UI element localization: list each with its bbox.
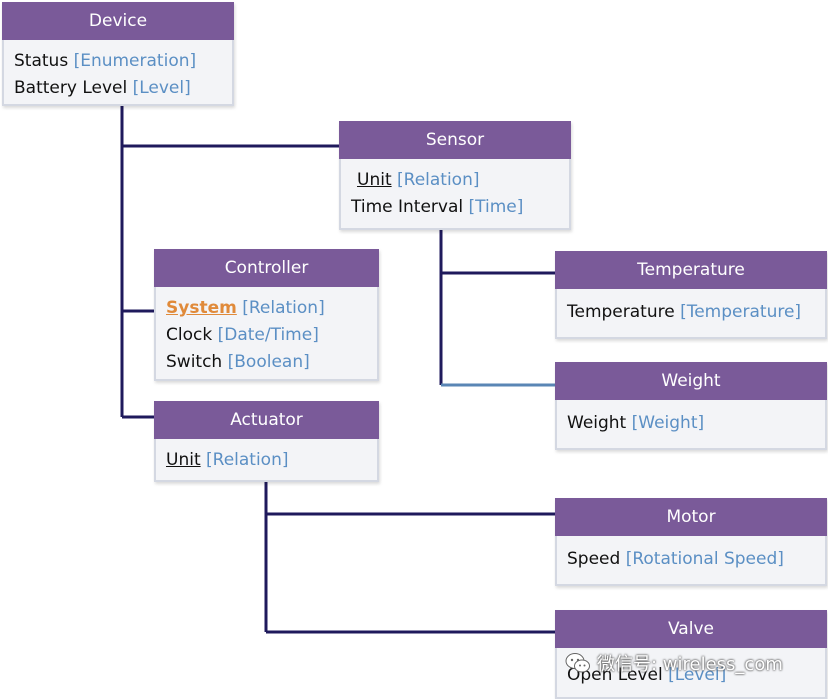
node-weight: Weight Weight [Weight] (555, 362, 827, 450)
property-type: [Relation] (206, 450, 289, 470)
property-row: Status [Enumeration] (14, 48, 222, 75)
property-row: Temperature [Temperature] (567, 299, 815, 326)
property-type: [Enumeration] (73, 51, 197, 71)
node-weight-title: Weight (555, 362, 827, 400)
node-actuator: Actuator Unit [Relation] (154, 401, 379, 482)
node-sensor: Sensor Unit [Relation] Time Interval [Ti… (339, 121, 571, 230)
property-name: Time Interval (351, 197, 464, 217)
watermark: 微信号: wireless_com (565, 648, 783, 678)
node-device: Device Status [Enumeration] Battery Leve… (2, 2, 234, 106)
property-type: [Relation] (397, 170, 480, 190)
property-type: [Level] (132, 78, 191, 98)
property-name: Switch (166, 352, 223, 372)
property-type: [Temperature] (680, 302, 802, 322)
property-type: [Level] (668, 665, 727, 685)
property-name: Status (14, 51, 69, 71)
property-type: [Weight] (631, 413, 705, 433)
property-name: Temperature (567, 302, 675, 322)
wechat-icon (565, 653, 590, 673)
node-sensor-title: Sensor (339, 121, 571, 159)
property-row: Clock [Date/Time] (166, 322, 367, 349)
property-name-link[interactable]: Unit (166, 450, 201, 470)
property-row: Unit [Relation] (166, 447, 367, 474)
property-row: Time Interval [Time] (351, 194, 559, 221)
property-name: Battery Level (14, 78, 128, 98)
node-controller: Controller System [Relation] Clock [Date… (154, 249, 379, 381)
property-name-link[interactable]: Unit (357, 170, 392, 190)
property-name: Open Level (567, 665, 663, 685)
node-device-title: Device (2, 2, 234, 40)
property-row: Speed [Rotational Speed] (567, 546, 815, 573)
node-temperature-title: Temperature (555, 251, 827, 289)
node-controller-title: Controller (154, 249, 379, 287)
node-valve: Valve Open Level [Level] (555, 610, 827, 699)
property-type: [Rotational Speed] (625, 549, 784, 569)
property-row: Switch [Boolean] (166, 349, 367, 376)
property-row: Battery Level [Level] (14, 75, 222, 102)
node-temperature: Temperature Temperature [Temperature] (555, 251, 827, 339)
watermark-text: 微信号: wireless_com (597, 654, 783, 675)
property-row: Unit [Relation] (351, 167, 559, 194)
property-name: Clock (166, 325, 213, 345)
property-type: [Date/Time] (217, 325, 319, 345)
property-name: Weight (567, 413, 627, 433)
property-name: Speed (567, 549, 621, 569)
property-row: Open Level [Level] (567, 662, 815, 689)
node-actuator-title: Actuator (154, 401, 379, 439)
node-motor: Motor Speed [Rotational Speed] (555, 498, 827, 586)
node-valve-title: Valve (555, 610, 827, 648)
property-name-link-highlighted[interactable]: System (166, 298, 237, 318)
node-motor-title: Motor (555, 498, 827, 536)
property-type: [Time] (468, 197, 524, 217)
property-row: System [Relation] (166, 295, 367, 322)
property-type: [Relation] (242, 298, 325, 318)
property-row: Weight [Weight] (567, 410, 815, 437)
property-type: [Boolean] (227, 352, 310, 372)
